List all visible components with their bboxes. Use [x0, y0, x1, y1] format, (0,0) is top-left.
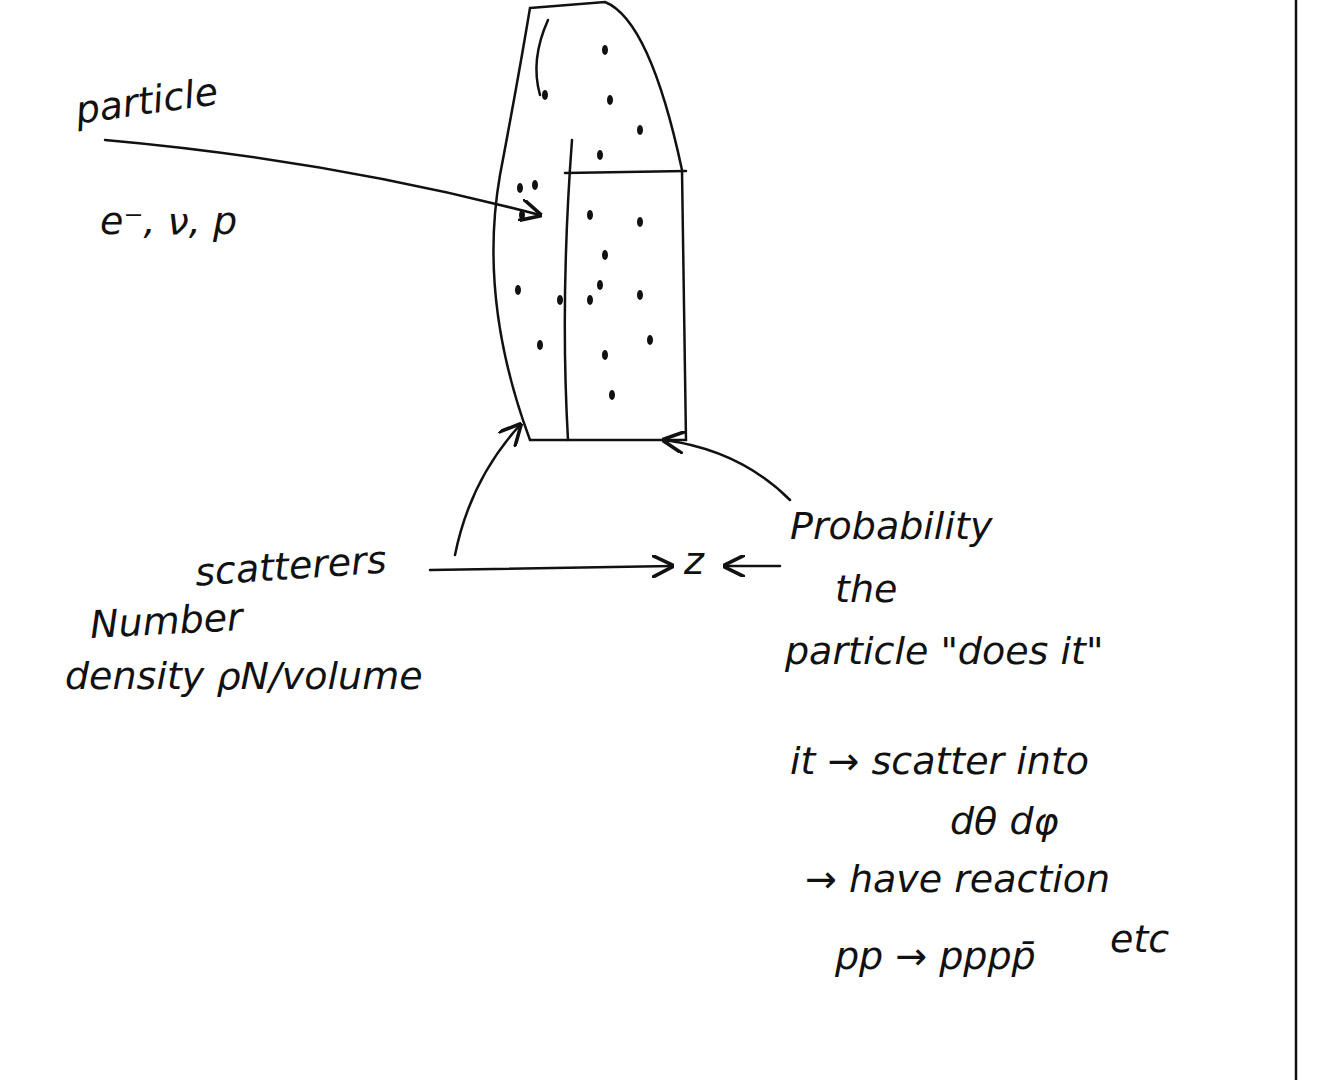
- probability-to-z-arrow: [725, 565, 780, 568]
- the-label: the: [835, 568, 897, 612]
- slab-face-edge: [565, 140, 572, 440]
- page-rule: [1295, 0, 1298, 1080]
- thickness-label: z: [684, 540, 704, 584]
- scatterers-leader: [455, 425, 520, 555]
- does-it-label: particle "does it": [785, 630, 1103, 674]
- solid-angle-label: dθ dφ: [950, 800, 1059, 844]
- slab-top-edge: [565, 171, 686, 173]
- scatterers-to-z-arrow: [430, 566, 672, 570]
- scatterer-dots: [515, 45, 653, 400]
- density-label: density ρN/volume: [65, 655, 423, 699]
- particle-types: e⁻, ν, p: [100, 200, 237, 244]
- probability-label: Probability: [790, 505, 992, 549]
- number-label: Number: [89, 596, 244, 648]
- probability-leader: [664, 440, 790, 500]
- slab-inner-line: [536, 20, 548, 95]
- scatterers-label: scatterers: [194, 538, 388, 595]
- reaction-equation: pp → pppp̄: [835, 935, 1036, 979]
- slab-outline: [493, 2, 686, 440]
- etc-label: etc: [1110, 918, 1169, 962]
- reaction-note: → have reaction: [805, 858, 1110, 902]
- particle-label: particle: [73, 70, 221, 133]
- scatter-note: it → scatter into: [790, 740, 1089, 784]
